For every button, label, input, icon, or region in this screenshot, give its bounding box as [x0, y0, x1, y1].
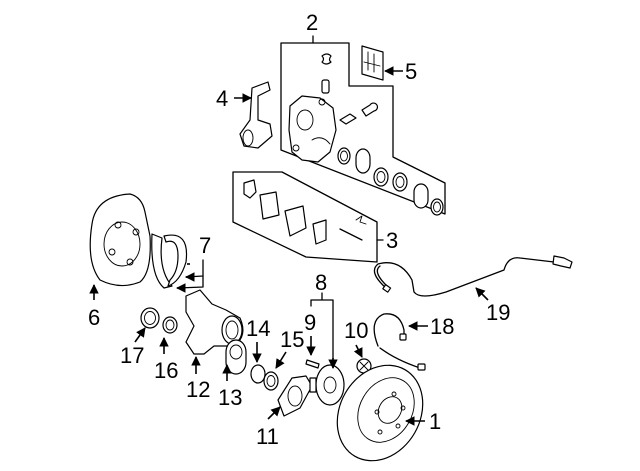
caliper-group-outline	[280, 35, 446, 215]
seal-16	[162, 316, 178, 334]
caliper-body	[288, 95, 337, 163]
brake-pads	[243, 179, 367, 245]
callout-19-label: 19	[486, 300, 510, 325]
callout-10-label: 10	[344, 318, 368, 343]
callout-5: 5	[384, 59, 417, 84]
caliper-bracket	[239, 81, 273, 149]
callout-13-label: 13	[218, 385, 242, 410]
callout-11-label: 11	[256, 424, 279, 449]
brake-hose	[373, 313, 426, 371]
callout-3-label: 3	[386, 228, 398, 253]
callout-3: 3	[386, 228, 398, 253]
callout-18-label: 18	[430, 314, 454, 339]
callout-1: 1	[405, 409, 441, 434]
wheel-bearing	[225, 339, 247, 375]
repair-kit-card	[361, 45, 384, 81]
bleeder-screw	[321, 53, 332, 94]
callout-10: 10	[344, 318, 368, 358]
callout-9-label: 9	[304, 310, 316, 335]
callout-9: 9	[304, 310, 316, 356]
callout-7-label: 7	[199, 233, 211, 258]
guide-pin	[339, 102, 378, 125]
callout-12: 12	[186, 356, 210, 402]
callout-16: 16	[154, 337, 178, 383]
callout-13: 13	[218, 364, 242, 410]
callout-2: 2	[306, 10, 318, 35]
callout-12-label: 12	[186, 377, 210, 402]
callout-17-label: 17	[120, 343, 144, 368]
parking-brake-shoes	[151, 233, 188, 289]
callout-2-label: 2	[306, 10, 318, 35]
callout-4: 4	[216, 86, 252, 111]
callout-5-label: 5	[405, 59, 417, 84]
seal-15	[263, 371, 279, 391]
abs-sensor	[373, 255, 573, 297]
callout-14: 14	[246, 316, 270, 363]
callout-15: 15	[275, 327, 304, 369]
callout-4-label: 4	[216, 86, 228, 111]
dust-shield	[277, 375, 313, 417]
wheel-stud	[305, 359, 320, 369]
hub-assembly	[309, 364, 345, 406]
callout-6-label: 6	[88, 305, 100, 330]
callout-16-label: 16	[154, 358, 178, 383]
callout-6: 6	[88, 284, 100, 330]
seal-17	[140, 307, 160, 329]
callout-8: 8	[310, 270, 338, 369]
callout-7: 7	[176, 233, 211, 293]
backing-plate	[89, 193, 151, 287]
brake-rotor	[336, 364, 424, 462]
knuckle	[185, 289, 244, 355]
callout-11: 11	[256, 406, 281, 449]
callout-1-label: 1	[429, 409, 441, 434]
callout-18: 18	[408, 314, 454, 339]
callout-15-label: 15	[280, 327, 304, 352]
callout-17: 17	[120, 327, 146, 368]
callout-14-label: 14	[246, 316, 270, 341]
snap-ring	[250, 364, 266, 384]
caliper-seals	[337, 147, 444, 216]
callout-19: 19	[475, 287, 510, 325]
pad-set-outline	[232, 171, 384, 263]
callout-8-label: 8	[315, 270, 327, 295]
